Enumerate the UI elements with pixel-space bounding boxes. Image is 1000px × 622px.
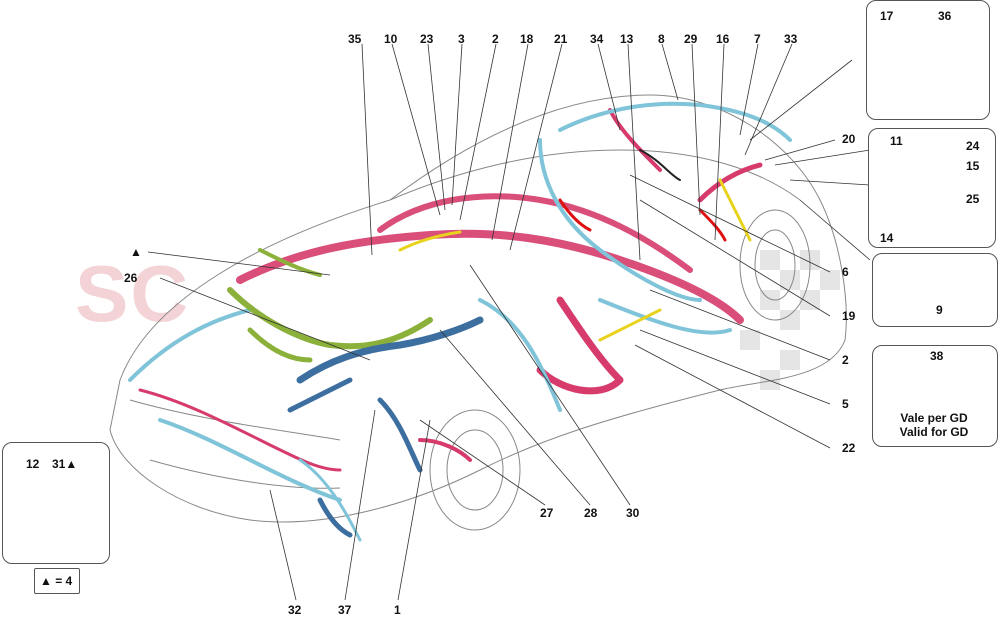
callout-2-right: 2 xyxy=(842,353,849,367)
inset-bracket-label-25: 25 xyxy=(966,192,980,206)
inset-cable38-note-en: Valid for GD xyxy=(899,425,969,439)
callout-33: 33 xyxy=(784,32,798,46)
callout-16: 16 xyxy=(716,32,730,46)
callout-7: 7 xyxy=(754,32,761,46)
callout-19: 19 xyxy=(842,309,856,323)
callout-5: 5 xyxy=(842,397,849,411)
callout-29: 29 xyxy=(684,32,698,46)
callout-35: 35 xyxy=(348,32,362,46)
callout-22: 22 xyxy=(842,441,856,455)
inset-bracket-label-11: 11 xyxy=(890,134,903,148)
inset-cable38-note-it: Vale per GD xyxy=(900,411,968,425)
callout-20: 20 xyxy=(842,132,856,146)
callout-3: 3 xyxy=(458,32,465,46)
callout-28: 28 xyxy=(584,506,598,520)
inset-top-label-17: 17 xyxy=(880,9,894,23)
callout-21: 21 xyxy=(554,32,568,46)
callout-23: 23 xyxy=(420,32,434,46)
inset-left-label-12: 12 xyxy=(26,457,40,471)
leader-lines xyxy=(147,43,871,601)
inset-cable9-box xyxy=(872,253,998,327)
inset-cable38-box xyxy=(872,345,998,447)
callout-triangle: ▲ xyxy=(130,245,142,259)
callout-1: 1 xyxy=(394,603,401,617)
inset-bracket-label-15: 15 xyxy=(966,159,980,173)
callout-6: 6 xyxy=(842,265,849,279)
inset-bracket-box xyxy=(868,128,996,248)
legend-text: ▲ = 4 xyxy=(40,574,73,588)
callout-30: 30 xyxy=(626,506,640,520)
inset-top-box xyxy=(866,0,990,120)
inset-left-box xyxy=(2,442,110,564)
inset-left-label-31: 31▲ xyxy=(52,457,78,471)
callout-34: 34 xyxy=(590,32,604,46)
callout-26: 26 xyxy=(124,271,138,285)
legend-box xyxy=(34,568,80,594)
callout-32: 32 xyxy=(288,603,302,617)
inset-cable9-label: 9 xyxy=(936,303,943,317)
callout-37: 37 xyxy=(338,603,352,617)
inset-bracket-label-24: 24 xyxy=(966,139,980,153)
callout-8: 8 xyxy=(658,32,665,46)
callout-13: 13 xyxy=(620,32,634,46)
inset-bracket-label-14: 14 xyxy=(880,231,894,245)
callout-27: 27 xyxy=(540,506,554,520)
inset-cable38-label: 38 xyxy=(930,349,944,363)
watermark: SC xyxy=(75,249,191,338)
callout-2: 2 xyxy=(492,32,499,46)
callout-10: 10 xyxy=(384,32,398,46)
callout-18: 18 xyxy=(520,32,534,46)
inset-top-label-36: 36 xyxy=(938,9,952,23)
